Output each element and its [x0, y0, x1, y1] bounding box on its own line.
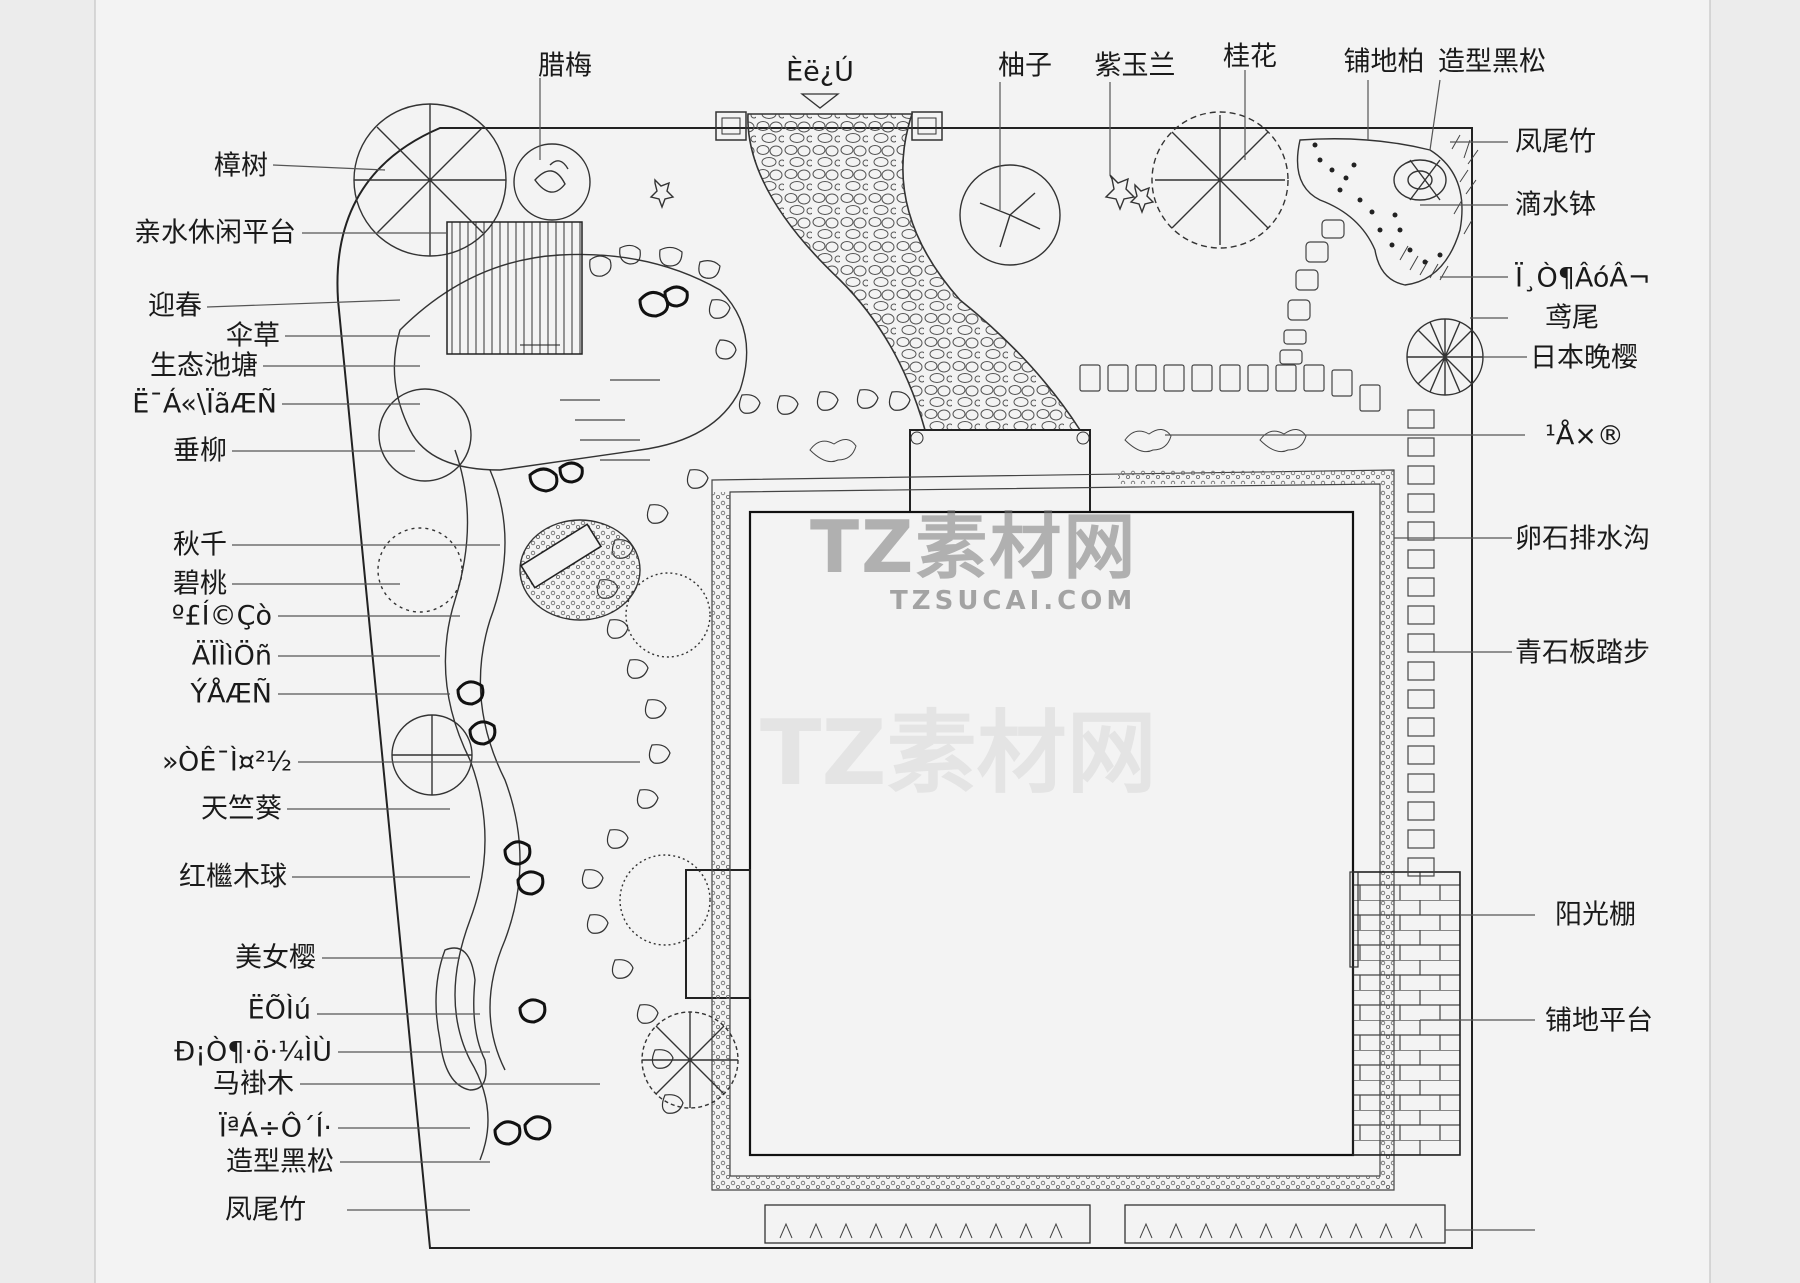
- label-chuiliu: 垂柳: [173, 435, 227, 467]
- label-majiemu: 马褂木: [213, 1068, 294, 1100]
- label-qiuqian: 秋千: [173, 529, 227, 561]
- label-ziyulan: 紫玉兰: [1094, 50, 1176, 82]
- label-yuanwei: 鸢尾: [1545, 302, 1599, 334]
- label-wanying: 日本晚樱: [1530, 342, 1638, 374]
- label-garbled-7: Ð¡Ò¶·ö·¼ÌÙ: [174, 1036, 332, 1068]
- label-fengweizhu-left: 凤尾竹: [225, 1194, 306, 1226]
- label-tabu: 青石板踏步: [1515, 637, 1650, 669]
- label-paishuigou: 卵石排水沟: [1515, 523, 1650, 555]
- label-entrance: Èë¿Ú: [786, 56, 854, 88]
- label-garbled-5: »ÒÊ¯Ì¤²½: [162, 746, 292, 778]
- label-hongjimu: 红檵木球: [179, 861, 287, 893]
- label-garbled-6: ËÕÌú: [247, 994, 311, 1026]
- label-pudibai: 铺地柏: [1343, 46, 1425, 78]
- label-sancao: 伞草: [226, 320, 280, 352]
- label-lamei: 腊梅: [538, 50, 592, 82]
- label-garbled-4: ÝÅÆÑ: [190, 678, 272, 710]
- label-qinshui: 亲水休闲平台: [134, 217, 296, 249]
- label-fengweizhu-right: 凤尾竹: [1515, 126, 1596, 158]
- label-guihua: 桂花: [1223, 41, 1277, 73]
- label-garbled-10: ¹Å×®: [1545, 420, 1624, 452]
- label-garbled-9: Ï¸Ò¶ÂóÂ¬: [1515, 262, 1651, 294]
- label-yingchun: 迎春: [148, 290, 202, 322]
- watermark-logo-text: TZ素材网: [810, 505, 1138, 589]
- label-tianzhukui: 天竺葵: [201, 793, 282, 825]
- watermark-url-text: TZSUCAI.COM: [890, 586, 1137, 616]
- label-heisong-left: 造型黑松: [226, 1146, 334, 1178]
- watermark-ghost-text: TZ素材网: [760, 701, 1157, 806]
- label-youzi: 柚子: [998, 50, 1052, 82]
- label-zhangshu: 樟树: [214, 150, 268, 182]
- label-garbled-3: ÄÏÌìÖñ: [191, 640, 272, 672]
- label-garbled-1: Ë¯Á«\ÏãÆÑ: [132, 388, 277, 420]
- label-heisong-top: 造型黑松: [1438, 46, 1546, 78]
- label-bitao: 碧桃: [173, 568, 227, 600]
- label-yangguangpeng: 阳光棚: [1555, 899, 1636, 931]
- label-chitang: 生态池塘: [150, 350, 258, 382]
- label-garbled-2: º£Í©Çò: [171, 600, 272, 632]
- label-pudipingtai: 铺地平台: [1545, 1005, 1653, 1037]
- label-dishuibo: 滴水钵: [1515, 189, 1596, 221]
- label-meinvying: 美女樱: [235, 942, 316, 974]
- label-garbled-8: ÏªÁ÷Ô´Í·: [218, 1112, 332, 1144]
